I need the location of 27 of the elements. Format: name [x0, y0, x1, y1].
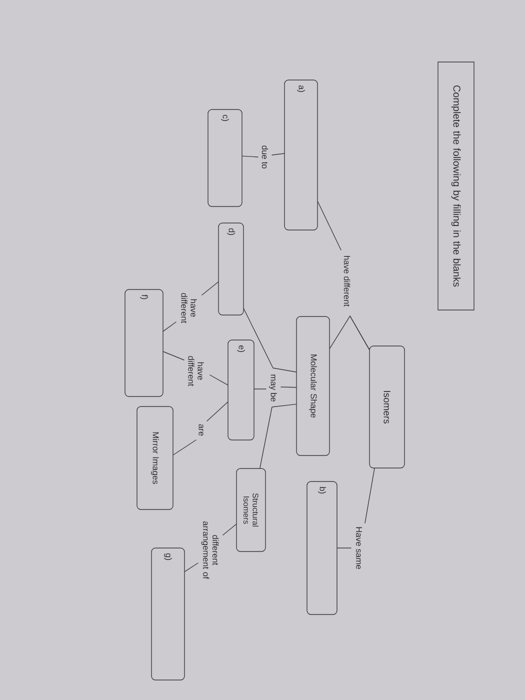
answer-box: g): [151, 548, 185, 680]
edge-label: have different: [180, 289, 198, 327]
concept-box: Mirror Images: [136, 406, 174, 510]
concept-box: Molecular Shape: [296, 316, 330, 456]
answer-box: d): [218, 222, 244, 316]
edge-label: may be: [268, 373, 278, 403]
answer-box: f): [124, 289, 164, 397]
answer-box: b): [306, 481, 338, 615]
edge-label: Have same: [355, 526, 363, 570]
edge-label: have different: [187, 352, 205, 390]
concept-box: Isomers: [369, 346, 405, 468]
connector-line: [242, 153, 284, 158]
connector-line: [330, 316, 370, 350]
connector-line: [184, 524, 236, 572]
connector-line: [337, 468, 375, 548]
instruction-box: Complete the following by filling in the blanks: [438, 62, 474, 310]
answer-box: e): [228, 340, 254, 440]
connector-line: [163, 282, 218, 332]
connector-line: [173, 402, 228, 456]
answer-box: a): [284, 80, 318, 230]
connector-line: [244, 308, 296, 372]
connector-line: [254, 386, 296, 390]
edge-label: different arrangement of: [200, 519, 220, 581]
connector-line: [163, 351, 228, 386]
connector-line: [260, 404, 296, 468]
edge-label: are: [198, 422, 204, 438]
answer-box: c): [208, 109, 242, 207]
